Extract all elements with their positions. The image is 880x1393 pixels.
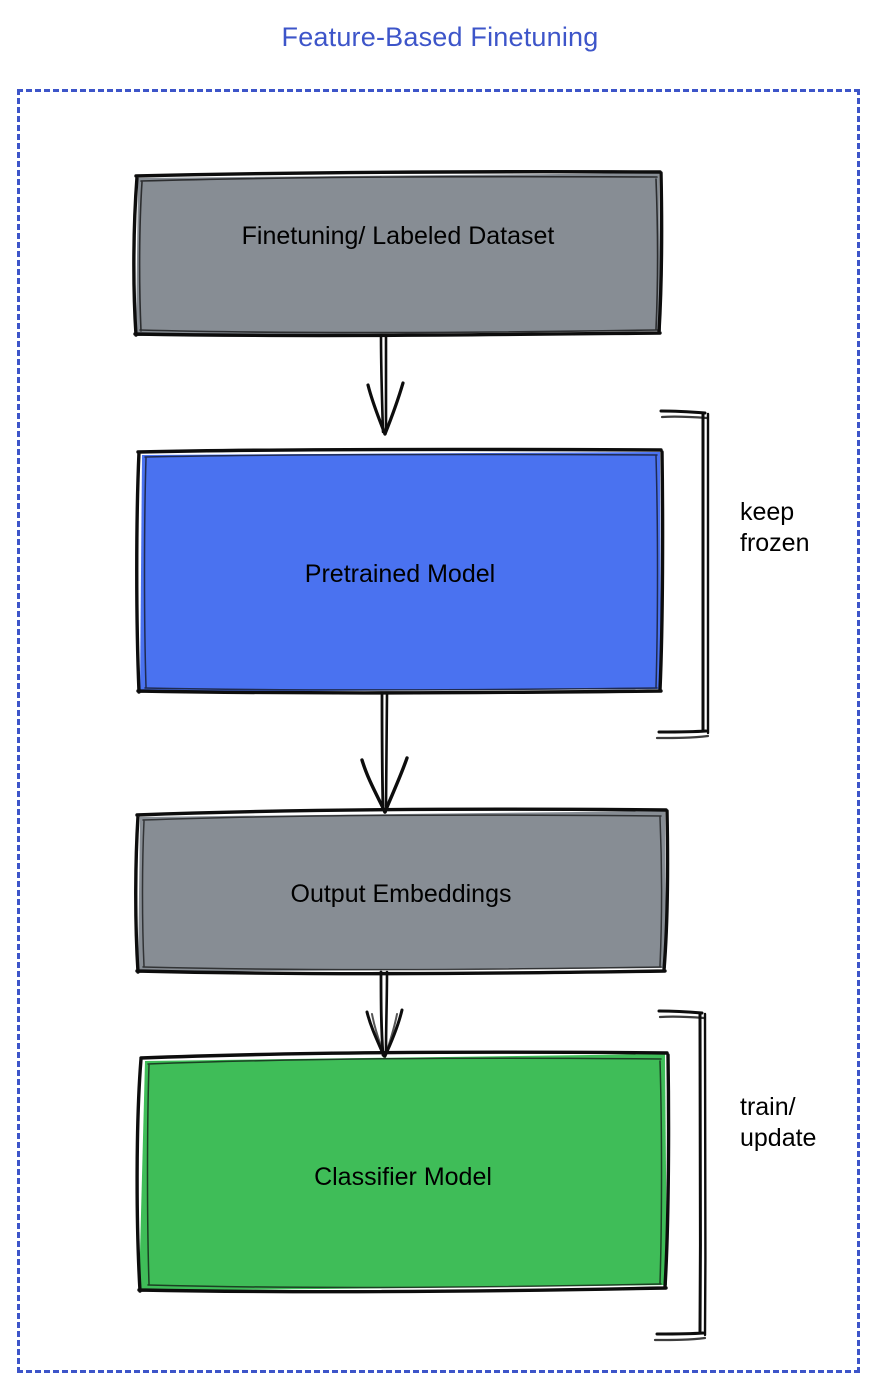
node-embeddings[interactable]: [134, 807, 670, 976]
edge-pretrained-to-embeddings: [360, 692, 409, 814]
node-pretrained-shape: [140, 452, 661, 692]
node-pretrained-label-wrap: Pretrained Model: [138, 450, 662, 693]
node-pretrained-outline-sketch: [143, 453, 659, 691]
node-embeddings-label-wrap: Output Embeddings: [136, 810, 666, 972]
edge-dataset-to-pretrained: [366, 334, 405, 436]
edge-embeddings-to-classifier: [365, 970, 404, 1058]
node-pretrained[interactable]: [135, 447, 665, 695]
node-pretrained-outline: [135, 447, 665, 695]
node-classifier-label-wrap: Classifier Model: [139, 1053, 667, 1291]
node-classifier[interactable]: [135, 1050, 671, 1294]
bracket-train-update: [653, 1009, 707, 1342]
page-title: Feature-Based Finetuning: [281, 22, 599, 52]
node-dataset-outline-sketch: [138, 175, 659, 334]
annotation-keep-frozen: keep frozen: [740, 498, 810, 557]
node-embeddings-shape: [138, 811, 666, 972]
node-classifier-outline-sketch: [146, 1057, 663, 1289]
node-classifier-shape: [139, 1054, 667, 1291]
node-dataset-outline: [132, 170, 664, 338]
node-pretrained-label: Pretrained Model: [304, 560, 496, 588]
node-embeddings-outline: [134, 807, 670, 976]
node-dataset-label: Finetuning/ Labeled Dataset: [241, 222, 555, 250]
node-dataset-label-wrap: Finetuning/ Labeled Dataset: [134, 172, 662, 336]
bracket-keep-frozen: [655, 409, 710, 740]
node-dataset-shape: [136, 173, 661, 336]
node-dataset[interactable]: [132, 170, 664, 338]
node-embeddings-label: Output Embeddings: [290, 880, 512, 908]
annotation-train-update: train/ update: [740, 1093, 817, 1152]
node-classifier-label: Classifier Model: [314, 1163, 492, 1191]
node-embeddings-outline-sketch: [141, 814, 663, 971]
node-classifier-outline: [135, 1050, 671, 1294]
